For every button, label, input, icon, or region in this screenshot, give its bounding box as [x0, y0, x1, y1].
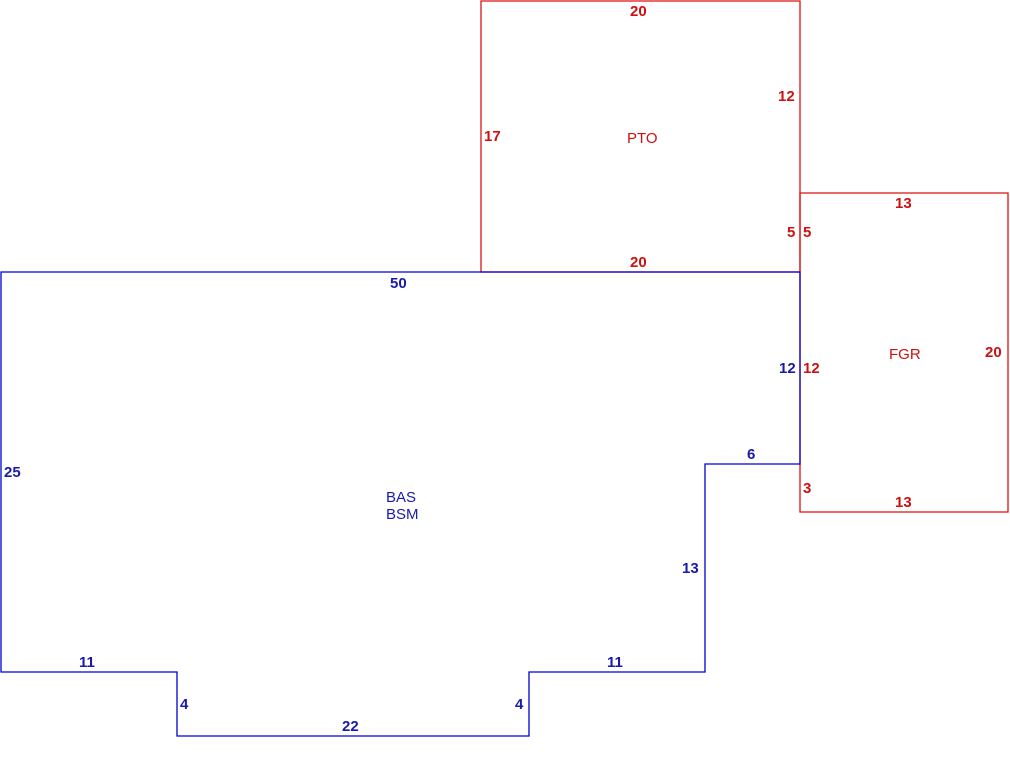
garage-dim-left-middle: 12 — [803, 360, 820, 377]
main-dim-bottom-right: 11 — [607, 654, 623, 671]
main-area-code-2: BSM — [386, 506, 419, 523]
patio-dim-right-upper: 12 — [778, 88, 795, 105]
patio-area-code: PTO — [627, 130, 658, 147]
main-dim-bottom-left: 11 — [79, 654, 95, 671]
garage-dim-bottom: 13 — [895, 494, 912, 511]
main-dim-step-vertical: 13 — [682, 560, 699, 577]
main-area-outline — [0, 271, 801, 737]
garage-dim-left-lower: 3 — [803, 480, 811, 497]
main-area-code-1: BAS — [386, 489, 416, 506]
patio-dim-top: 20 — [630, 3, 647, 20]
garage-dim-left-upper: 5 — [803, 224, 811, 241]
main-dim-left: 25 — [4, 464, 21, 481]
main-dim-right: 12 — [779, 360, 796, 377]
main-dim-notch-right: 4 — [515, 696, 524, 713]
patio-dim-bottom: 20 — [630, 254, 647, 271]
patio-dim-left: 17 — [484, 128, 501, 145]
main-dim-top: 50 — [390, 275, 407, 292]
main-dim-notch-left: 4 — [180, 696, 189, 713]
main-dim-bottom: 22 — [342, 718, 359, 735]
garage-dim-top: 13 — [895, 195, 912, 212]
patio-dim-right-lower: 5 — [787, 224, 795, 241]
garage-area-code: FGR — [889, 346, 921, 363]
garage-dim-right: 20 — [985, 344, 1002, 361]
main-dim-step-horizontal: 6 — [747, 446, 755, 463]
